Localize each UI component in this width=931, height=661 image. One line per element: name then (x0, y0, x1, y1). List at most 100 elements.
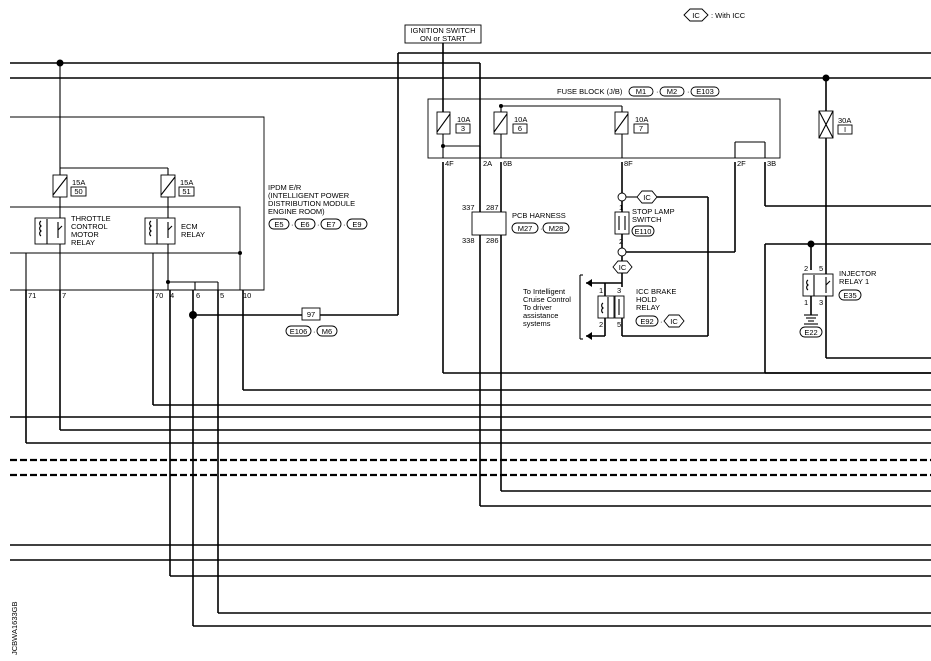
pcb-harness: 337 287 338 286 PCB HARNESS M27 · M28 (462, 162, 570, 245)
stop-lamp-pin-2: 2 (619, 237, 623, 246)
fuse-30a-num: I (844, 125, 846, 134)
joint-conn-m6: M6 (322, 327, 332, 336)
pcb-pin-286: 286 (486, 236, 499, 245)
ipdm-line-3: DISTRIBUTION MODULE (268, 199, 355, 208)
svg-text:·: · (656, 87, 659, 96)
fuse-30a: 30A I (818, 74, 853, 270)
fuse-block-term-3b: 3B (767, 159, 776, 168)
joint-num: 97 (307, 310, 315, 319)
fuse-51-num: 51 (182, 187, 190, 196)
stop-lamp-icc-badge: IC (643, 193, 651, 202)
pcb-label: PCB HARNESS (512, 211, 566, 220)
fuse-block-conn-2: M2 (667, 87, 677, 96)
icc-line-1: ICC BRAKE (636, 287, 676, 296)
fuse-50-num: 50 (74, 187, 82, 196)
pcb-conn-m27: M27 (518, 224, 533, 233)
stop-lamp-line-1: STOP LAMP (632, 207, 675, 216)
icc-line-2: HOLD (636, 295, 657, 304)
ipdm-conn-e9: E9 (352, 220, 361, 229)
ipdm-line-4: ENGINE ROOM) (268, 207, 325, 216)
inj-line-2: RELAY 1 (839, 277, 869, 286)
icc-brake-hold-relay: 1 3 2 5 ICC BRAKE HOLD RELAY E92 · IC To… (523, 274, 708, 340)
stop-lamp-pin-1: 1 (619, 203, 623, 212)
inj-pin-2: 2 (804, 264, 808, 273)
joint-connector: 97 E106 · M6 (189, 307, 398, 337)
ipdm-term-7: 7 (62, 291, 66, 300)
icc-note-assist-2: assistance (523, 311, 558, 320)
legend: IC : With ICC (683, 8, 746, 22)
ipdm-line-2: (INTELLIGENT POWER (268, 191, 350, 200)
fuse-51-amp: 15A (180, 178, 193, 187)
icc-pin-2: 2 (599, 320, 603, 329)
fuse-block: FUSE BLOCK (J/B) M1 · M2 · E103 10A 3 10… (427, 86, 781, 168)
fuse-6-amp: 10A (514, 115, 527, 124)
svg-text:·: · (660, 317, 663, 326)
fuse-block-term-2a: 2A (483, 159, 492, 168)
throttle-relay-line-3: MOTOR (71, 230, 99, 239)
ipdm-conn-e5: E5 (274, 220, 283, 229)
stop-lamp-switch: IC 1 2 STOP LAMP SWITCH E110 IC (612, 162, 736, 336)
svg-text:·: · (343, 220, 346, 229)
ignition-switch: IGNITION SWITCH ON or START (404, 24, 482, 112)
icc-pin-1: 1 (599, 286, 603, 295)
icc-note-assist-1: To driver (523, 303, 552, 312)
fuse-block-conn-1: M1 (636, 87, 646, 96)
fuse-3-num: 3 (461, 124, 465, 133)
fuse-block-term-4f: 4F (445, 159, 454, 168)
ignition-line1: IGNITION SWITCH (411, 26, 476, 35)
fuse-block-term-8f: 8F (624, 159, 633, 168)
ipdm-term-4: 4 (170, 291, 174, 300)
ipdm-term-71: 71 (28, 291, 36, 300)
fuse-3-amp: 10A (457, 115, 470, 124)
inj-pin-3: 3 (819, 298, 823, 307)
legend-text: : With ICC (711, 11, 746, 20)
inj-line-1: INJECTOR (839, 269, 877, 278)
fuse-block-term-6b: 6B (503, 159, 512, 168)
icc-badge: IC (670, 317, 678, 326)
pcb-pin-337: 337 (462, 203, 475, 212)
injector-relay: 2 5 1 3 INJECTOR RELAY 1 E35 E22 (764, 162, 931, 373)
pcb-conn-m28: M28 (549, 224, 564, 233)
ipdm-line-1: IPDM E/R (268, 183, 302, 192)
icc-pin-3: 3 (617, 286, 621, 295)
throttle-relay-line-2: CONTROL (71, 222, 108, 231)
stop-lamp-line-2: SWITCH (632, 215, 662, 224)
pcb-pin-287: 287 (486, 203, 499, 212)
ecm-relay-line-1: ECM (181, 222, 198, 231)
icc-pin-5: 5 (617, 320, 621, 329)
legend-badge: IC (692, 11, 700, 20)
svg-text:·: · (313, 327, 316, 336)
icc-note-icc-1: To Intelligent (523, 287, 566, 296)
ipdm-term-70: 70 (155, 291, 163, 300)
svg-text:·: · (540, 224, 543, 233)
ecm-relay: ECM RELAY (144, 217, 205, 245)
throttle-relay: THROTTLE CONTROL MOTOR RELAY (34, 214, 111, 247)
svg-text:·: · (291, 220, 294, 229)
icc-note-group: To Intelligent Cruise Control To driver … (523, 287, 571, 328)
ground-conn: E22 (804, 328, 817, 337)
fuse-block-conn-3: E103 (696, 87, 714, 96)
power-lines (10, 52, 931, 315)
ipdm-term-5: 5 (220, 291, 224, 300)
throttle-relay-line-1: THROTTLE (71, 214, 111, 223)
ipdm-term-10: 10 (243, 291, 251, 300)
harness-lines (10, 162, 931, 627)
icc-note-icc-2: Cruise Control (523, 295, 571, 304)
fuse-7-num: 7 (639, 124, 643, 133)
ipdm-conn-e6: E6 (300, 220, 309, 229)
icc-line-3: RELAY (636, 303, 660, 312)
fuse-6-num: 6 (518, 124, 522, 133)
ipdm-conn-e7: E7 (326, 220, 335, 229)
ipdm: IPDM E/R (INTELLIGENT POWER DISTRIBUTION… (10, 59, 368, 300)
fuse-7-amp: 10A (635, 115, 648, 124)
inj-pin-5: 5 (819, 264, 823, 273)
stop-lamp-conn: E110 (635, 227, 652, 236)
svg-text:·: · (687, 87, 690, 96)
figure-id: JCBWA1633GB (10, 602, 19, 656)
fuse-block-term-2f: 2F (737, 159, 746, 168)
ipdm-term-6: 6 (196, 291, 200, 300)
fuse-30a-amp: 30A (838, 116, 851, 125)
stop-lamp-icc-badge-2: IC (619, 263, 627, 272)
svg-text:·: · (317, 220, 320, 229)
